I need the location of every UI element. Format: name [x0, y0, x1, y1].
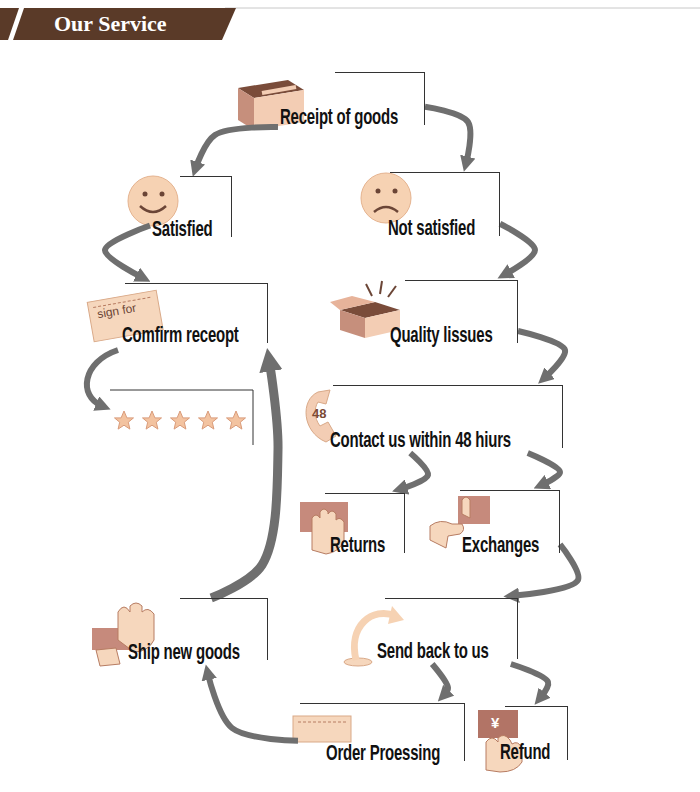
process-label: Order Proessing: [298, 703, 465, 766]
node-text: Comfirm receopt: [122, 322, 239, 348]
page-title: Our Service: [54, 11, 167, 37]
node-text: Send back to us: [377, 638, 489, 664]
flow-arrow: [528, 453, 560, 485]
flow-arrow: [208, 674, 298, 741]
process-label: Refund: [498, 706, 568, 765]
stars-arrow: [87, 350, 118, 406]
process-label: Exchanges: [458, 490, 560, 558]
order-card-icon: [293, 716, 351, 742]
process-label: Not satisfied: [386, 172, 500, 241]
flow-arrow: [511, 664, 548, 698]
stars-bracket: [110, 390, 253, 445]
node-text: Returns: [330, 532, 385, 558]
node-text: Exchanges: [462, 532, 539, 558]
header-banner: [0, 8, 236, 40]
icon-label: sign for: [96, 301, 137, 322]
process-label: Quality lissues: [388, 280, 518, 348]
icon-label: ¥: [491, 714, 499, 731]
node-text: Ship new goods: [128, 639, 240, 665]
flow-arrow: [401, 453, 428, 489]
node-text: Receipt of goods: [280, 104, 398, 130]
open-box-icon: [330, 281, 400, 338]
flow-arrow: [500, 224, 535, 274]
flow-arrow: [196, 127, 278, 168]
node-text: Quality lissues: [390, 322, 493, 348]
process-label: Send back to us: [375, 598, 518, 664]
rating-stars: [115, 411, 246, 429]
flow-arrow: [518, 331, 565, 377]
process-label: Comfirm receopt: [120, 283, 268, 348]
icon-label: 48: [312, 406, 326, 421]
node-text: Not satisfied: [388, 215, 475, 241]
process-label: Receipt of goods: [278, 72, 425, 130]
process-label: Contact us within 48 hiurs: [328, 385, 563, 453]
flow-arrow: [105, 226, 150, 278]
banner-slash: [8, 8, 24, 40]
header-rule: [225, 8, 700, 9]
process-label: Ship new goods: [126, 598, 268, 665]
process-label: Returns: [323, 493, 405, 558]
node-text: Satisfied: [152, 216, 213, 242]
flow-arrow: [425, 107, 470, 163]
node-text: Refund: [500, 739, 550, 765]
node-text: Contact us within 48 hiurs: [330, 427, 511, 453]
flow-arrow: [211, 362, 278, 598]
flow-arrow: [432, 664, 448, 695]
process-label: Satisfied: [150, 176, 232, 242]
node-text: Order Proessing: [326, 740, 440, 766]
